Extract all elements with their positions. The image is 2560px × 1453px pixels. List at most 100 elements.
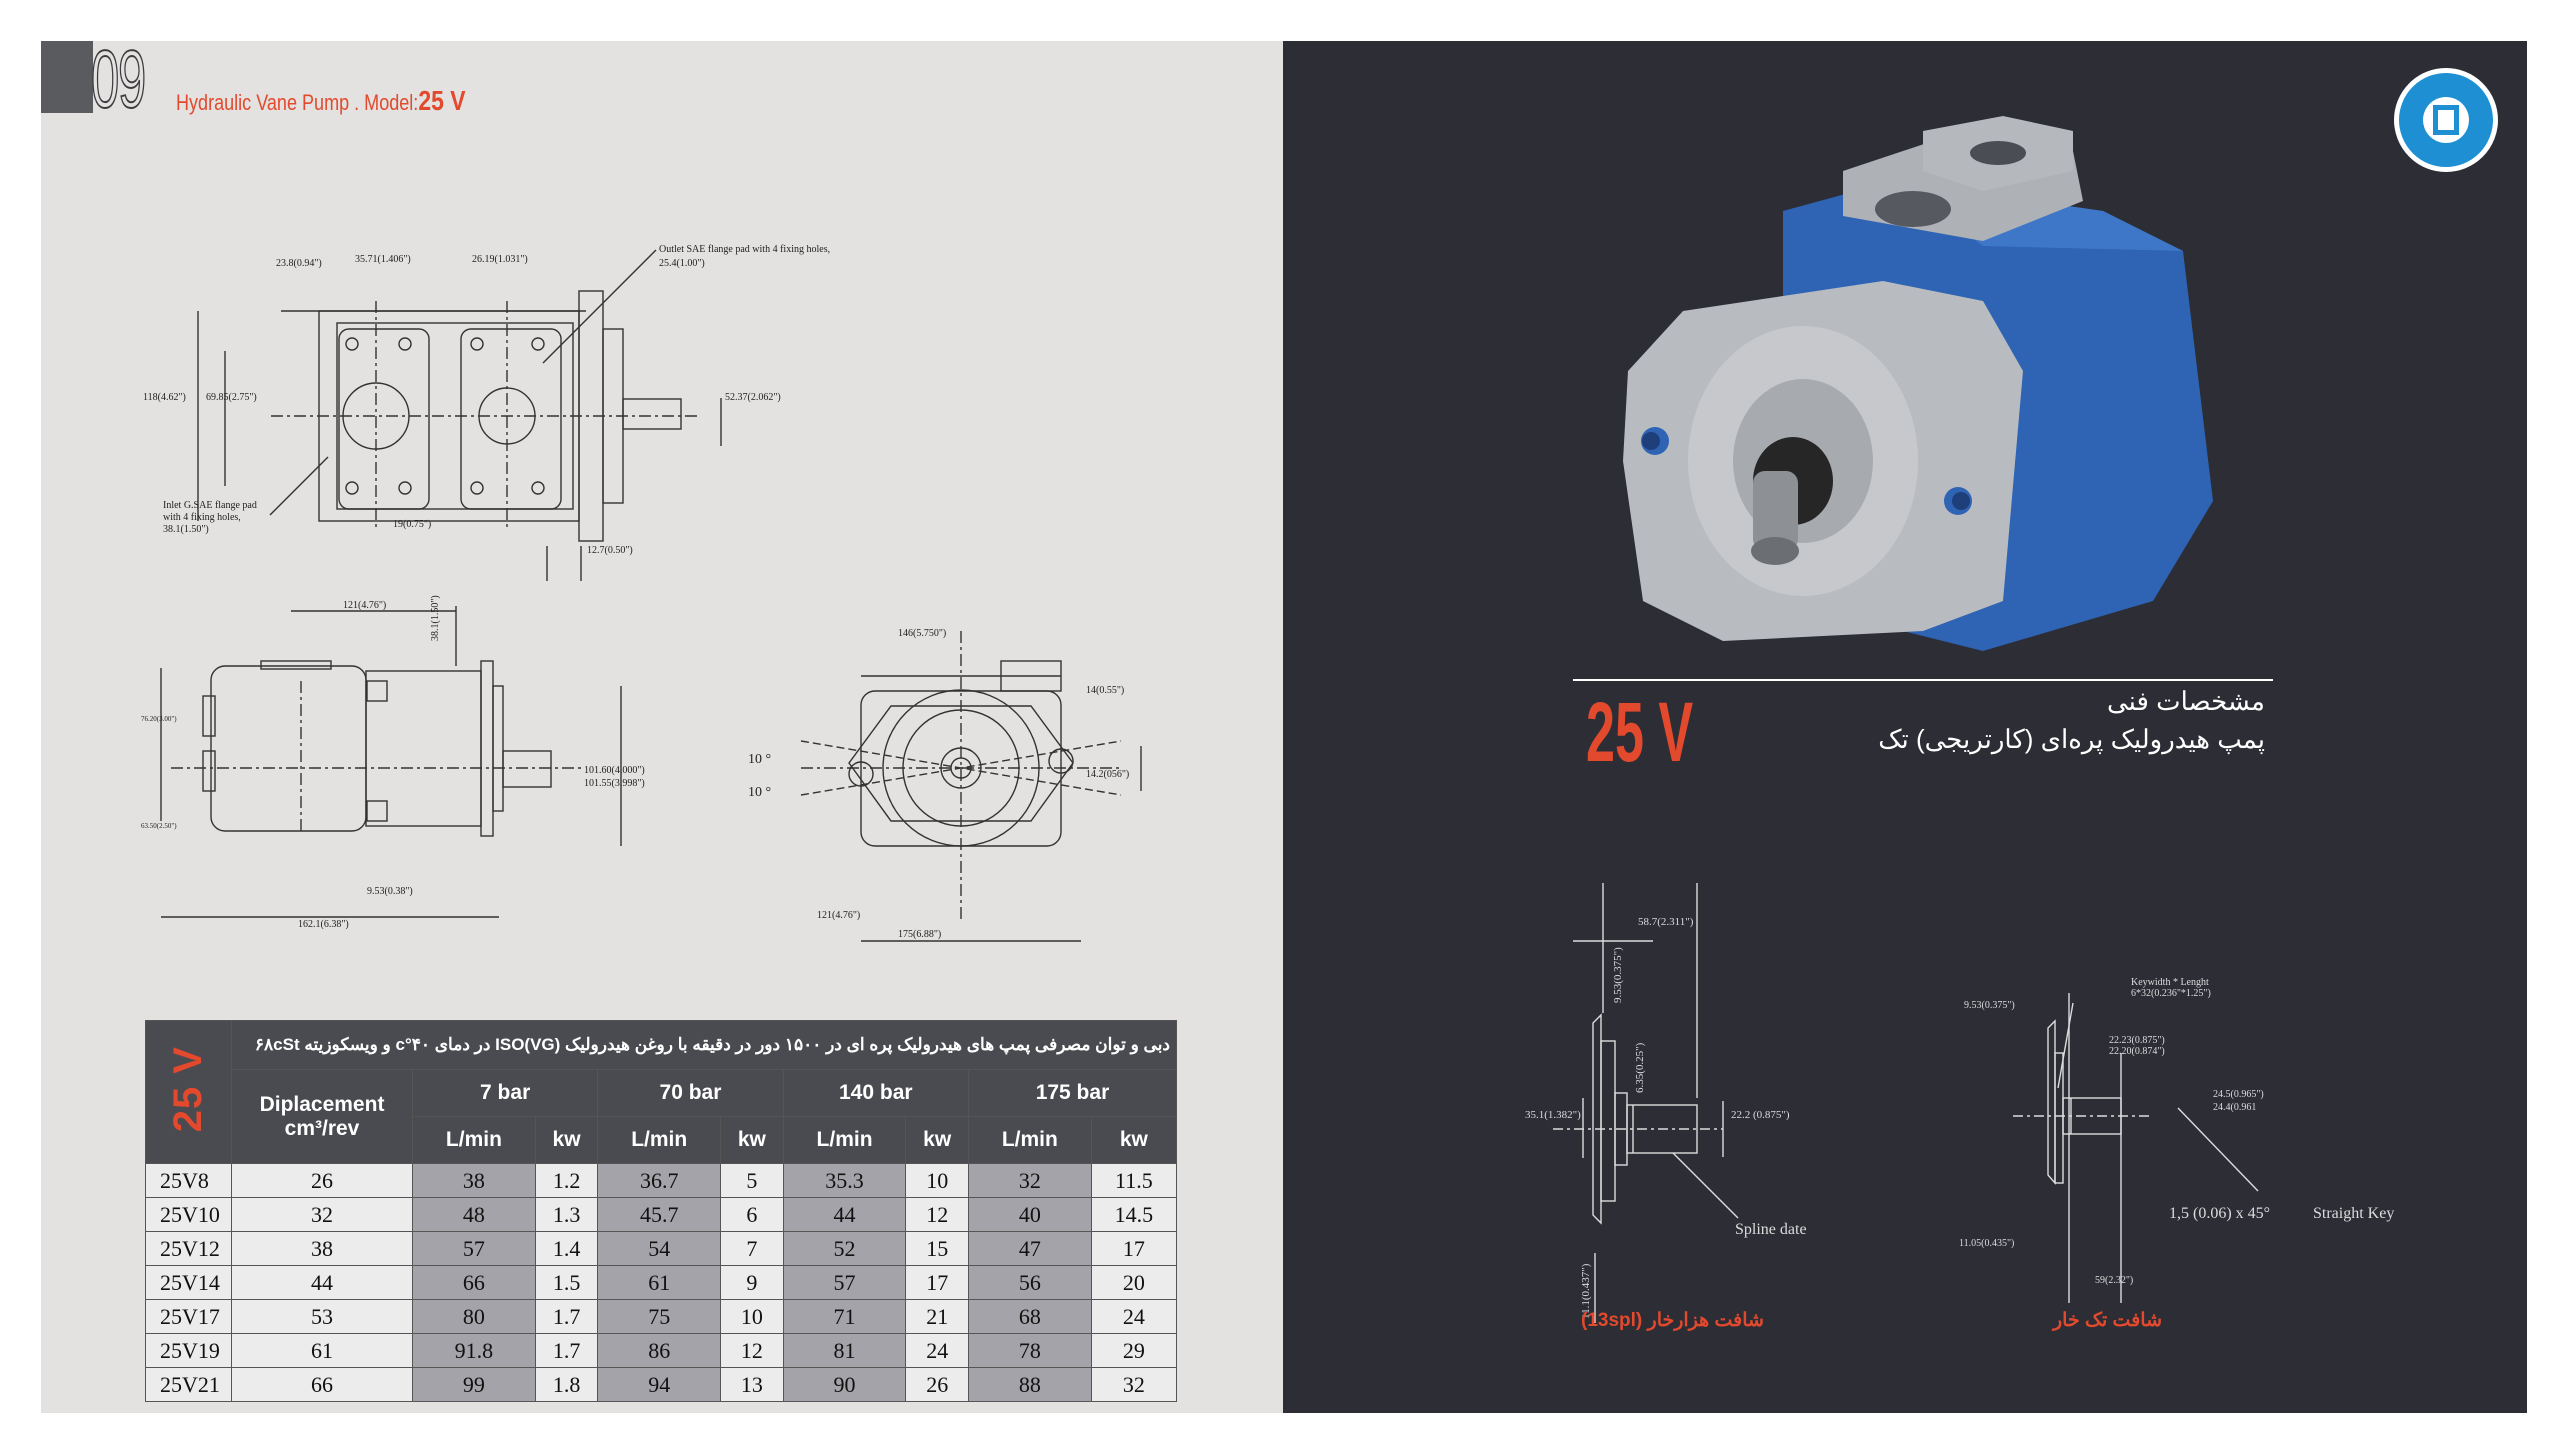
pressure-header: 175 bar <box>967 1069 1178 1117</box>
company-logo <box>2394 68 2498 172</box>
table-cell: 13 <box>720 1367 784 1402</box>
table-cell: 57 <box>782 1265 907 1300</box>
table-cell: 17 <box>1090 1231 1178 1266</box>
table-cell: 86 <box>597 1333 722 1368</box>
dim-label: 52.37(2.062") <box>725 392 781 403</box>
table-cell: 7 <box>720 1231 784 1266</box>
table-cell: 11.5 <box>1090 1163 1178 1198</box>
dim-label: 76.20(3.00") <box>141 715 177 723</box>
dim-label: 12.7(0.50") <box>587 545 633 556</box>
dim-label: 63.50(2.50") <box>141 822 177 830</box>
dim-label: 24.4(0.961 <box>2213 1102 2256 1113</box>
dim-label: with 4 fixing holes, <box>163 512 241 523</box>
dim-label: 10 ° <box>748 752 771 767</box>
spec-table: 25 V دبی و توان مصرفی پمپ های هیدرولیک پ… <box>145 1020 1178 1402</box>
table-cell: 99 <box>412 1367 536 1402</box>
subheader: kw <box>905 1116 969 1164</box>
table-cell: 1.7 <box>534 1333 599 1368</box>
table-cell: 91.8 <box>412 1333 536 1368</box>
dim-label: 162.1(6.38") <box>298 919 349 930</box>
left-page: 09 Hydraulic Vane Pump . Model: 25 V <box>41 41 1283 1413</box>
table-cell: 32 <box>967 1163 1092 1198</box>
subheader: kw <box>534 1116 599 1164</box>
dim-label: 22.20(0.874") <box>2109 1046 2165 1057</box>
table-cell-displacement: 38 <box>231 1231 413 1266</box>
table-cell-displacement: 61 <box>231 1333 413 1368</box>
table-cell: 10 <box>905 1163 969 1198</box>
table-cell: 80 <box>412 1299 536 1334</box>
dim-label: 9.53(0.38") <box>367 886 413 897</box>
pump-illustration <box>1573 116 2273 681</box>
logo-inner <box>2423 97 2469 143</box>
dim-label: 146(5.750") <box>898 628 946 639</box>
pressure-header: 140 bar <box>782 1069 969 1117</box>
spline-shaft-caption: شافت هزارخار (13spl) <box>1581 1310 1764 1331</box>
table-cell: 36.7 <box>597 1163 722 1198</box>
subheader: L/min <box>412 1116 536 1164</box>
table-row-model: 25V14 <box>145 1265 232 1300</box>
table-cell: 32 <box>1090 1367 1178 1402</box>
table-cell: 29 <box>1090 1333 1178 1368</box>
dim-label: 101.60(4.000") <box>584 765 645 776</box>
dim-label: Keywidth * Lenght <box>2131 977 2209 988</box>
pump-icon <box>1623 116 2213 651</box>
table-cell: 1.2 <box>534 1163 599 1198</box>
table-cell: 66 <box>412 1265 536 1300</box>
page-number: 09 <box>90 41 147 126</box>
table-cell: 12 <box>905 1197 969 1232</box>
table-cell: 44 <box>782 1197 907 1232</box>
subheader: kw <box>720 1116 784 1164</box>
shaft-drawings: 58.7(2.311") 9.53(0.375") 6.35(0.25") 35… <box>1525 883 2394 1323</box>
table-cell: 1.5 <box>534 1265 599 1300</box>
table-cell: 9 <box>720 1265 784 1300</box>
table-cell: 1.7 <box>534 1299 599 1334</box>
displacement-header: Diplacement cm³/rev <box>231 1069 413 1164</box>
table-cell: 35.3 <box>782 1163 907 1198</box>
table-model-cell: 25 V <box>145 1020 232 1164</box>
subheader: kw <box>1090 1116 1178 1164</box>
table-cell-displacement: 53 <box>231 1299 413 1334</box>
dim-label: 6.35(0.25") <box>1634 1042 1646 1093</box>
dim-label: 10 ° <box>748 785 771 800</box>
dim-label: 59(2.32") <box>2095 1275 2133 1286</box>
dim-label: Outlet SAE flange pad with 4 fixing hole… <box>659 244 830 255</box>
dim-label: 14(0.55") <box>1086 685 1124 696</box>
table-cell: 94 <box>597 1367 722 1402</box>
top-view-drawing <box>197 249 722 581</box>
table-cell-displacement: 32 <box>231 1197 413 1232</box>
table-cell-displacement: 26 <box>231 1163 413 1198</box>
header-prefix: Hydraulic Vane Pump . Model: <box>176 90 419 115</box>
table-cell: 38 <box>412 1163 536 1198</box>
dim-label: 9.53(0.375") <box>1612 947 1624 1003</box>
table-cell: 45.7 <box>597 1197 722 1232</box>
dim-label: 58.7(2.311") <box>1638 916 1694 928</box>
pressure-header: 70 bar <box>597 1069 784 1117</box>
dim-label: 9.53(0.375") <box>1964 1000 2015 1011</box>
dim-label: 121(4.76") <box>343 600 386 611</box>
table-cell: 81 <box>782 1333 907 1368</box>
dim-label: 35.1(1.382") <box>1525 1109 1581 1121</box>
dim-label: 118(4.62") <box>143 392 186 403</box>
subheader: L/min <box>967 1116 1092 1164</box>
table-cell: 47 <box>967 1231 1092 1266</box>
table-cell: 52 <box>782 1231 907 1266</box>
table-row-model: 25V8 <box>145 1163 232 1198</box>
table-cell: 5 <box>720 1163 784 1198</box>
dim-label: 22.23(0.875") <box>2109 1035 2165 1046</box>
table-cell: 17 <box>905 1265 969 1300</box>
logo-mark-icon <box>2433 105 2459 135</box>
dim-label: 38.1(1.50") <box>163 524 209 535</box>
subheader: L/min <box>782 1116 907 1164</box>
dim-label: 14.2(056") <box>1086 769 1129 780</box>
table-cell: 26 <box>905 1367 969 1402</box>
table-cell: 78 <box>967 1333 1092 1368</box>
key-shaft-caption: شافت تک خار <box>2053 1310 2163 1331</box>
displacement-header-line2: cm³/rev <box>284 1116 360 1140</box>
table-cell: 15 <box>905 1231 969 1266</box>
key-shaft-drawing <box>2013 993 2259 1303</box>
table-cell: 14.5 <box>1090 1197 1178 1232</box>
pressure-header: 7 bar <box>411 1069 599 1117</box>
